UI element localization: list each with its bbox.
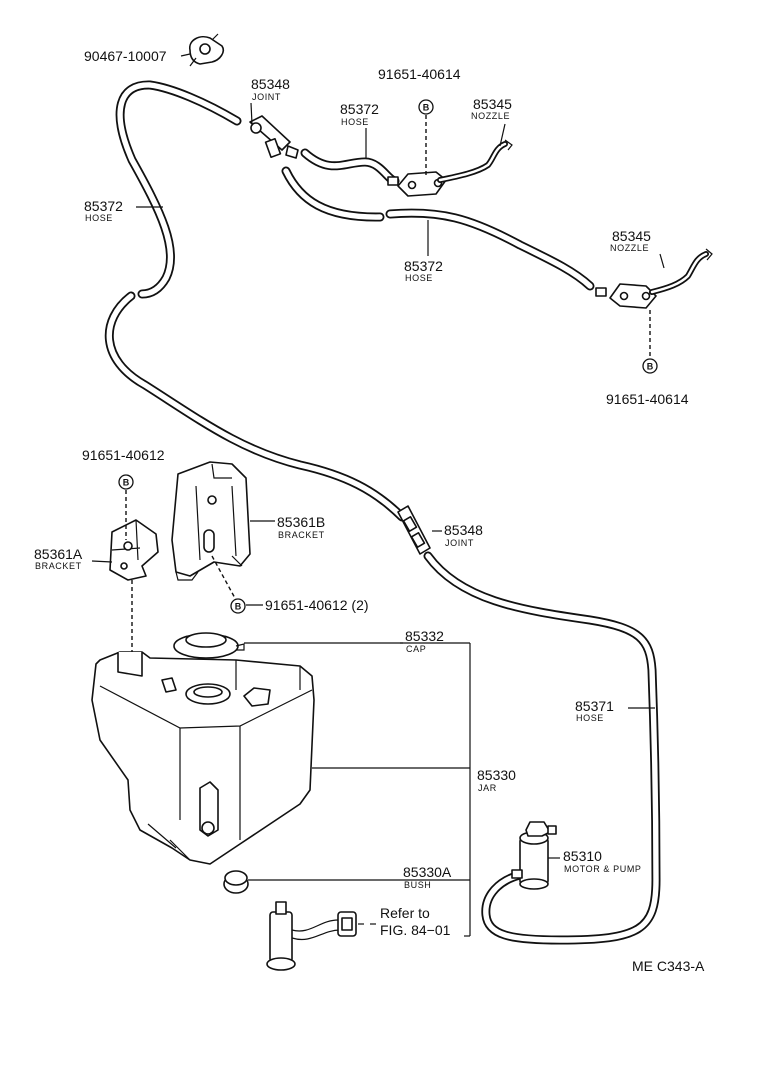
label-nozzle-top: 85345 NOZZLE xyxy=(471,96,512,121)
svg-text:FIG. 84−01: FIG. 84−01 xyxy=(380,922,451,938)
hose-85372-upper xyxy=(300,148,400,186)
nozzle-85345-top xyxy=(387,139,513,197)
label-bolt-bracket-a: 91651-40612 xyxy=(82,447,165,463)
svg-text:85345: 85345 xyxy=(473,96,512,112)
label-nozzle-right: 85345 NOZZLE xyxy=(610,228,651,253)
label-hose-right: 85371 HOSE xyxy=(575,698,614,723)
bolt-symbol-right: B xyxy=(642,358,658,374)
svg-text:MOTOR & PUMP: MOTOR & PUMP xyxy=(564,864,642,874)
svg-text:HOSE: HOSE xyxy=(341,117,369,127)
label-motor-pump: 85310 MOTOR & PUMP xyxy=(563,848,642,874)
svg-text:NOZZLE: NOZZLE xyxy=(471,111,510,121)
svg-text:BRACKET: BRACKET xyxy=(35,561,82,571)
hose-85371-right xyxy=(423,551,661,945)
svg-text:85330: 85330 xyxy=(477,767,516,783)
svg-text:NOZZLE: NOZZLE xyxy=(610,243,649,253)
jar-85330 xyxy=(91,651,315,865)
svg-text:85345: 85345 xyxy=(612,228,651,244)
svg-text:JAR: JAR xyxy=(478,783,497,793)
label-joint-top: 85348 JOINT xyxy=(251,76,290,102)
label-clamp-top: 90467-10007 xyxy=(84,48,167,64)
svg-text:85371: 85371 xyxy=(575,698,614,714)
bracket-85361b xyxy=(171,461,251,581)
svg-text:B: B xyxy=(647,362,654,372)
clamp-90467-10007 xyxy=(189,33,225,67)
svg-text:85348: 85348 xyxy=(251,76,290,92)
cap-85332 xyxy=(173,632,245,659)
svg-text:85348: 85348 xyxy=(444,522,483,538)
svg-text:CAP: CAP xyxy=(406,644,426,654)
label-bracket-a: 85361A BRACKET xyxy=(34,546,83,571)
label-jar: 85330 JAR xyxy=(477,767,516,793)
label-refer: Refer to FIG. 84−01 xyxy=(380,905,451,938)
hose-85372-mid-a xyxy=(281,166,385,222)
bolt-symbol-bracket-a: B xyxy=(118,474,134,490)
bush-85330a xyxy=(223,870,249,894)
bracket-85361a xyxy=(109,519,159,581)
bolt-line-bracket-b xyxy=(211,555,237,601)
label-bolt-right: 91651-40614 xyxy=(606,391,689,407)
leader-lines xyxy=(91,53,665,937)
label-bracket-b: 85361B BRACKET xyxy=(277,514,325,540)
svg-text:85372: 85372 xyxy=(340,101,379,117)
svg-text:85332: 85332 xyxy=(405,628,444,644)
svg-text:91651-40614: 91651-40614 xyxy=(378,66,461,82)
svg-text:91651-40614: 91651-40614 xyxy=(606,391,689,407)
label-cap: 85332 CAP xyxy=(405,628,444,654)
svg-text:HOSE: HOSE xyxy=(405,273,433,283)
svg-text:JOINT: JOINT xyxy=(445,538,474,548)
nozzle-85345-right xyxy=(595,248,713,309)
label-joint-mid: 85348 JOINT xyxy=(444,522,483,548)
svg-text:85372: 85372 xyxy=(404,258,443,274)
level-sensor xyxy=(266,901,357,971)
svg-text:85361A: 85361A xyxy=(34,546,83,562)
svg-text:85372: 85372 xyxy=(84,198,123,214)
motor-pump-85310 xyxy=(511,821,557,890)
svg-text:B: B xyxy=(235,602,242,612)
svg-text:Refer to: Refer to xyxy=(380,905,430,921)
label-hose-mid: 85372 HOSE xyxy=(404,258,443,283)
svg-text:JOINT: JOINT xyxy=(252,92,281,102)
label-hose-mid-top: 85372 HOSE xyxy=(340,101,379,127)
hose-85372-mid-b xyxy=(385,208,595,291)
label-bolt-top: 91651-40614 xyxy=(378,66,461,82)
hose-85372-long xyxy=(104,291,407,522)
svg-text:HOSE: HOSE xyxy=(85,213,113,223)
svg-text:85361B: 85361B xyxy=(277,514,325,530)
svg-text:91651-40612 (2): 91651-40612 (2) xyxy=(265,597,369,613)
hose-85372-left xyxy=(115,80,242,299)
joint-85348-top xyxy=(249,115,299,159)
svg-text:B: B xyxy=(123,478,130,488)
svg-text:BUSH: BUSH xyxy=(404,880,431,890)
svg-text:85330A: 85330A xyxy=(403,864,452,880)
figure-code: ME C343-A xyxy=(632,958,705,974)
svg-text:ME C343-A: ME C343-A xyxy=(632,958,705,974)
svg-text:BRACKET: BRACKET xyxy=(278,530,325,540)
label-bush: 85330A BUSH xyxy=(403,864,452,890)
label-hose-left: 85372 HOSE xyxy=(84,198,123,223)
bolt-symbol-top: B xyxy=(418,99,434,115)
joint-85348-mid xyxy=(397,505,431,555)
label-bolt-bracket-b: 91651-40612 (2) xyxy=(265,597,369,613)
svg-text:91651-40612: 91651-40612 xyxy=(82,447,165,463)
svg-text:B: B xyxy=(423,103,430,113)
svg-text:HOSE: HOSE xyxy=(576,713,604,723)
svg-text:90467-10007: 90467-10007 xyxy=(84,48,167,64)
svg-text:85310: 85310 xyxy=(563,848,602,864)
bolt-symbol-bracket-b: B xyxy=(230,598,246,614)
